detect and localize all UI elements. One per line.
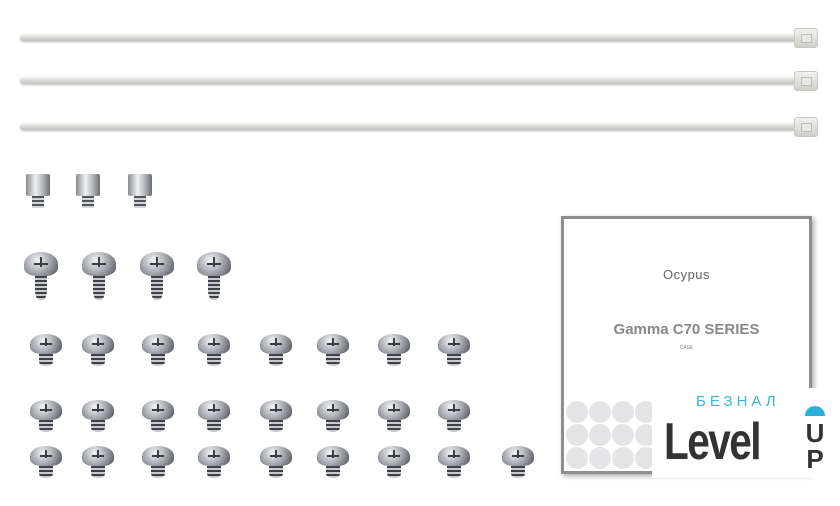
small-screw (30, 334, 62, 366)
small-screw (438, 446, 470, 478)
small-screw (30, 446, 62, 478)
standoff (76, 174, 100, 208)
rubber-pad-sheet (566, 401, 657, 469)
standoff (26, 174, 50, 208)
small-screw (438, 400, 470, 432)
small-screw (198, 334, 230, 366)
small-screw (142, 334, 174, 366)
small-screw (260, 400, 292, 432)
small-screw (260, 446, 292, 478)
small-screw (142, 400, 174, 432)
standoff (128, 174, 152, 208)
small-screw (378, 446, 410, 478)
small-screw (82, 334, 114, 366)
small-screw (317, 334, 349, 366)
large-screw (197, 252, 231, 300)
small-screw (142, 446, 174, 478)
logo-arc-icon (805, 406, 825, 416)
manual-title: Gamma C70 SERIES (613, 321, 760, 338)
small-screw (30, 400, 62, 432)
small-screw (438, 334, 470, 366)
small-screw (82, 400, 114, 432)
manual-subtitle: CASE (679, 345, 694, 351)
large-screw (24, 252, 58, 300)
logo-main-text: Level (664, 413, 761, 471)
small-screw (260, 334, 292, 366)
large-screw (140, 252, 174, 300)
small-screw (82, 446, 114, 478)
small-screw (317, 400, 349, 432)
cable-tie (20, 28, 818, 48)
small-screw (378, 334, 410, 366)
logo-top-text: БЕЗНАЛ (696, 393, 780, 410)
large-screw (82, 252, 116, 300)
small-screw (378, 400, 410, 432)
manual-brand: Ocypus (662, 267, 711, 282)
small-screw (317, 446, 349, 478)
cable-tie (20, 71, 818, 91)
small-screw (198, 446, 230, 478)
cable-tie (20, 117, 818, 137)
small-screw (502, 446, 534, 478)
small-screw (198, 400, 230, 432)
